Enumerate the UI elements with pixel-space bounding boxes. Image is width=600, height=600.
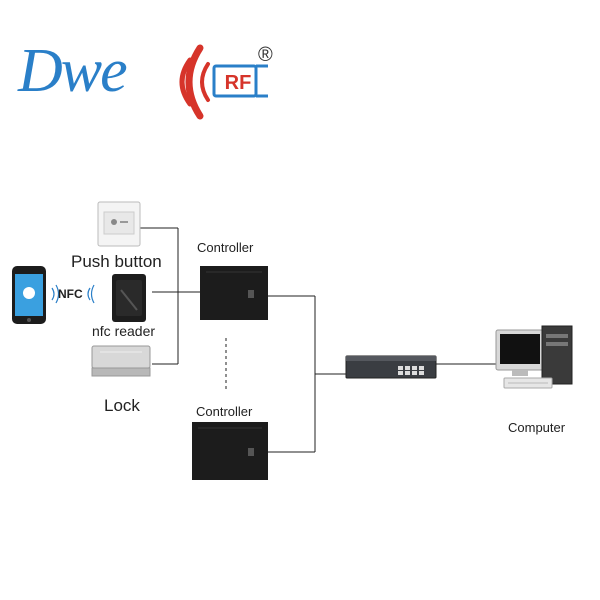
network-switch-icon: [345, 355, 437, 379]
computer-label: Computer: [508, 420, 566, 435]
nfc-tag-label: NFC: [58, 287, 83, 301]
controller-bottom-label: Controller: [196, 404, 253, 419]
nfc-waves-icon: [51, 284, 95, 304]
smartphone-icon: [12, 266, 46, 324]
lock-label: Lock: [104, 396, 140, 415]
computer-icon: [495, 325, 573, 389]
push-button-icon: [97, 201, 141, 247]
push-button-label: Push button: [71, 252, 162, 271]
nfc-reader-icon: [112, 274, 146, 322]
registered-mark: ®: [258, 44, 273, 66]
controller-box-icon: [192, 422, 268, 480]
rf-wave-icon: [179, 44, 268, 120]
controller-box-icon: [200, 266, 268, 320]
rf-badge: RF: [224, 72, 252, 94]
brand-logo-text: Dwe: [18, 37, 128, 105]
magnetic-lock-icon: [91, 345, 151, 377]
controller-top-label: Controller: [197, 240, 254, 255]
connection-lines: [140, 227, 496, 453]
nfc-reader-label: nfc reader: [92, 323, 156, 339]
